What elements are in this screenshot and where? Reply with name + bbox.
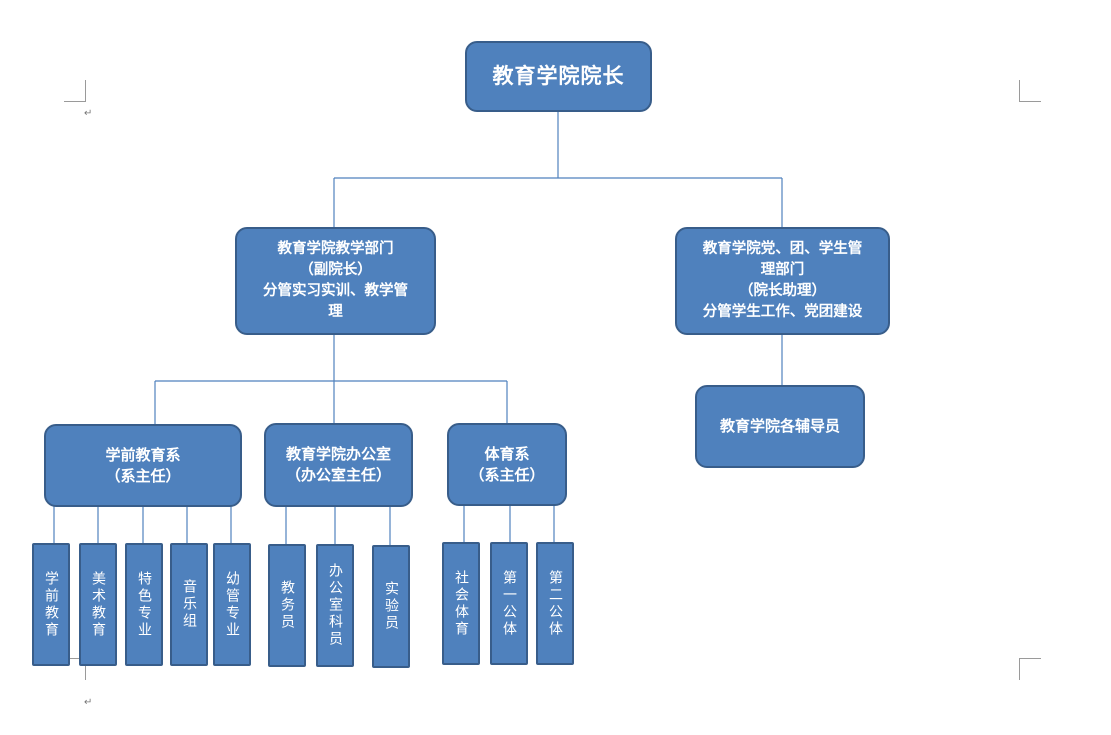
crop-mark-top-right [1019,80,1041,102]
party-dept-name: 教育学院党、团、学生管 [702,241,863,257]
leaf-label: 学前教育 [43,570,59,639]
counselors-box[interactable]: 教育学院各辅导员 [695,385,865,468]
paragraph-mark: ↵ [84,108,93,119]
leaf-label: 办公室科员 [327,563,343,648]
leaf-lab-technician[interactable]: 实验员 [372,545,410,668]
leaf-label: 特色专业 [136,570,152,639]
leaf-label: 社会体育 [453,569,469,638]
pe-dept-name: 体育系 [484,444,530,463]
leaf-preschool-edu[interactable]: 学前教育 [32,543,70,666]
party-dept-box[interactable]: 教育学院党、团、学生管 理部门 （院长助理） 分管学生工作、党团建设 [675,227,890,335]
leaf-office-clerk[interactable]: 办公室科员 [316,544,354,667]
leaf-social-sports[interactable]: 社会体育 [442,542,480,665]
leaf-public-pe-1[interactable]: 第一公体 [490,542,528,665]
leaf-academic-affairs[interactable]: 教务员 [268,544,306,667]
paragraph-mark: ↵ [84,697,93,708]
crop-mark-top-left [64,80,86,102]
dean-title: 教育学院院长 [492,64,625,88]
teaching-dept-name: 教育学院教学部门 [277,241,394,257]
teaching-dept-duty-cont: 理 [328,304,343,320]
party-dept-role: （院长助理） [739,283,826,299]
dean-box[interactable]: 教育学院院长 [465,41,652,112]
teaching-dept-role: （副院长） [299,262,372,278]
preschool-dept-box[interactable]: 学前教育系 （系主任） [44,424,242,507]
preschool-dept-role: （系主任） [105,466,181,485]
party-dept-duty: 分管学生工作、党团建设 [702,304,863,320]
leaf-label: 第一公体 [501,569,517,638]
leaf-label: 幼管专业 [224,570,240,639]
leaf-label: 实验员 [383,581,399,632]
leaf-label: 教务员 [279,580,295,631]
crop-mark-bottom-right [1019,658,1041,680]
pe-dept-role: （系主任） [469,465,545,484]
leaf-public-pe-2[interactable]: 第二公体 [536,542,574,665]
leaf-music-group[interactable]: 音乐组 [170,543,208,666]
teaching-dept-box[interactable]: 教育学院教学部门 （副院长） 分管实习实训、教学管 理 [235,227,436,335]
leaf-label: 美术教育 [90,570,106,639]
teaching-dept-duty: 分管实习实训、教学管 [263,283,408,299]
crop-mark-bottom-left [64,658,86,680]
counselors-label: 教育学院各辅导员 [719,417,840,435]
office-role: （办公室主任） [285,466,391,484]
office-name: 教育学院办公室 [285,445,391,463]
leaf-label: 第二公体 [547,569,563,638]
party-dept-name-cont: 理部门 [760,262,805,278]
preschool-dept-name: 学前教育系 [105,445,181,464]
leaf-label: 音乐组 [181,579,197,630]
office-box[interactable]: 教育学院办公室 （办公室主任） [264,423,413,507]
leaf-kindergarten-mgmt[interactable]: 幼管专业 [213,543,251,666]
leaf-special-major[interactable]: 特色专业 [125,543,163,666]
pe-dept-box[interactable]: 体育系 （系主任） [447,423,567,506]
leaf-art-edu[interactable]: 美术教育 [79,543,117,666]
